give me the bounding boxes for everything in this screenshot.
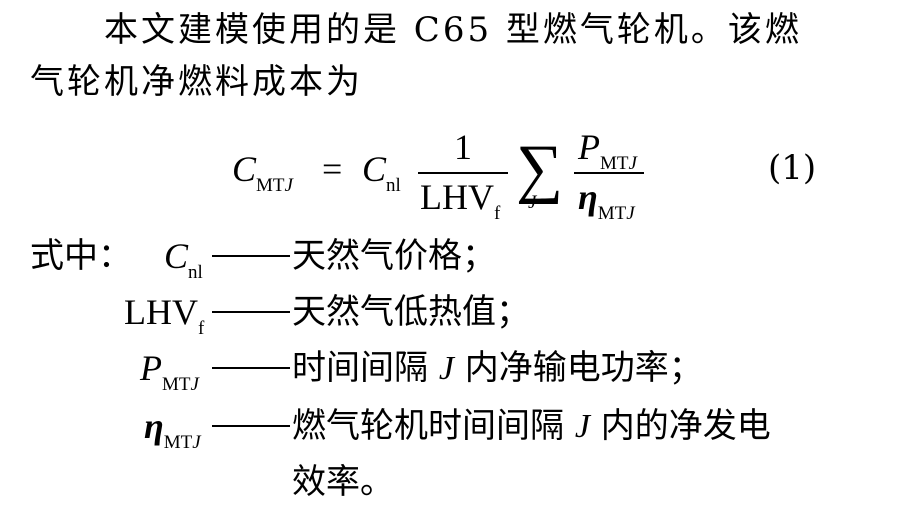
eq-sum-symbol: ∑ [516, 132, 564, 205]
paragraph-line-1: 本文建模使用的是 C65 型燃气轮机。该燃 [104, 10, 802, 50]
def-symbol-lhv: LHVf [124, 292, 205, 339]
eq-frac2-bar [574, 172, 644, 174]
def-line-pmtj: 时间间隔 J 内净输电功率； [210, 348, 703, 389]
def-symbol-cnl: Cnl [164, 236, 203, 283]
def-line-eta-continued: 效率。 [292, 462, 394, 502]
equation-number: (1) [768, 148, 817, 188]
eq-lhs-symbol: C [232, 149, 257, 189]
eq-sum-index: J [528, 192, 537, 213]
definitions-intro: 式中： [30, 236, 132, 276]
em-dash [212, 367, 290, 369]
eq-equals: = [322, 149, 343, 189]
eq-frac1-denominator: LHVf [420, 177, 501, 224]
def-line-cnl: 天然气价格； [210, 236, 496, 276]
em-dash [212, 255, 290, 257]
def-symbol-eta: ηMTJ [144, 406, 201, 453]
def-symbol-pmtj: PMTJ [140, 348, 199, 395]
em-dash [212, 425, 290, 427]
eq-lhs-sub: MTJ [256, 175, 293, 196]
eq-frac2-denominator: ηMTJ [578, 177, 635, 224]
em-dash [212, 311, 290, 313]
paragraph-line-2: 气轮机净燃料成本为 [30, 62, 363, 102]
eq-cnl: Cnl [362, 149, 401, 196]
eq-lhs: CMTJ [232, 148, 293, 196]
eq-frac2-numerator: PMTJ [578, 127, 637, 174]
def-line-eta: 燃气轮机时间间隔 J 内的净发电 [210, 406, 771, 447]
eq-frac1-numerator: 1 [454, 127, 472, 167]
def-line-lhv: 天然气低热值； [210, 292, 530, 332]
eq-frac1-bar [418, 172, 508, 174]
